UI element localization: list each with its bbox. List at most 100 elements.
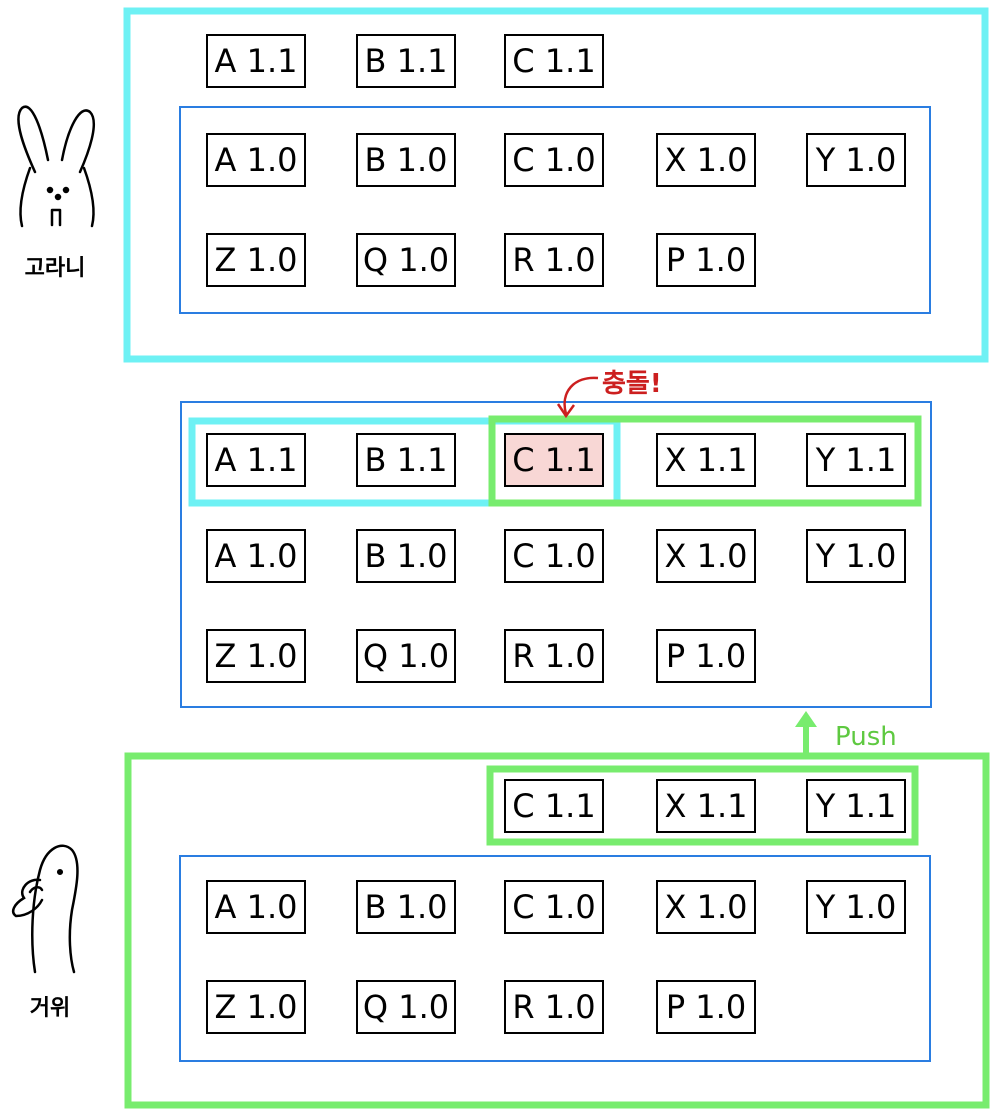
conflict-note: 충돌!	[602, 369, 662, 399]
package-box: B 1.1	[356, 433, 456, 487]
package-box: R 1.0	[504, 233, 604, 287]
package-box: P 1.0	[656, 980, 756, 1034]
package-box: Y 1.0	[806, 133, 906, 187]
bottom-person-label: 거위	[30, 996, 70, 1021]
package-box-border	[806, 433, 906, 487]
package-label: Z 1.0	[215, 637, 298, 675]
package-label: X 1.1	[665, 441, 748, 479]
package-box-border	[206, 980, 306, 1034]
top-section: A 1.1 B 1.1 C 1.1 A 1.0 B 1.0 C 1.0 X 1.0 Y 1.…	[17, 7, 989, 363]
package-label: C 1.1	[512, 441, 595, 479]
package-label: P 1.0	[666, 637, 746, 675]
package-box-border	[504, 34, 604, 88]
top-person-label: 고라니	[25, 256, 86, 281]
package-label: B 1.0	[364, 888, 447, 926]
package-box: X 1.0	[656, 529, 756, 583]
package-box: B 1.1	[356, 34, 456, 88]
package-box-border	[504, 433, 604, 487]
package-label: B 1.0	[364, 537, 447, 575]
package-box-border	[656, 133, 756, 187]
package-box-border	[656, 629, 756, 683]
package-label: Y 1.0	[815, 537, 897, 575]
package-label: C 1.0	[512, 537, 595, 575]
package-box: Y 1.1	[806, 779, 906, 833]
package-box: Y 1.0	[806, 880, 906, 934]
package-box: B 1.0	[356, 880, 456, 934]
package-box-border	[356, 629, 456, 683]
package-box-border	[206, 233, 306, 287]
package-box: C 1.0	[504, 133, 604, 187]
package-box: C 1.1	[504, 779, 604, 833]
package-label: X 1.0	[665, 537, 748, 575]
package-box: Q 1.0	[356, 233, 456, 287]
package-box: Q 1.0	[356, 629, 456, 683]
package-label: A 1.0	[215, 537, 298, 575]
package-box: A 1.1	[206, 34, 306, 88]
package-label: Y 1.0	[815, 888, 897, 926]
package-label: B 1.0	[364, 141, 447, 179]
package-box-border	[356, 880, 456, 934]
package-box: Y 1.1	[806, 433, 906, 487]
package-box-border	[206, 133, 306, 187]
package-label: A 1.0	[215, 888, 298, 926]
package-box: C 1.1	[504, 34, 604, 88]
package-label: C 1.0	[512, 141, 595, 179]
package-label: P 1.0	[666, 241, 746, 279]
package-label: Z 1.0	[215, 988, 298, 1026]
package-box-border	[504, 629, 604, 683]
package-box: R 1.0	[504, 980, 604, 1034]
package-box-border	[656, 233, 756, 287]
top-new-packages: A 1.1 B 1.1 C 1.1	[206, 34, 604, 88]
push-arrow-head	[795, 711, 817, 727]
package-box-border	[504, 233, 604, 287]
package-box: X 1.0	[656, 133, 756, 187]
bottom-new-highlight	[486, 765, 919, 846]
package-label: C 1.1	[512, 42, 595, 80]
package-box: A 1.0	[206, 133, 306, 187]
package-label: R 1.0	[512, 637, 595, 675]
package-box-border	[806, 529, 906, 583]
package-box-border	[356, 233, 456, 287]
package-box-border	[806, 779, 906, 833]
package-box: R 1.0	[504, 629, 604, 683]
bottom-repo-packages: A 1.0 B 1.0 C 1.0 X 1.0 Y 1.0 Z 1.0 Q 1.0 R 1.0…	[206, 880, 906, 1034]
package-box-border	[656, 433, 756, 487]
bottom-workspace-frame	[124, 752, 990, 1109]
package-label: X 1.0	[665, 888, 748, 926]
rabbit-icon	[17, 105, 95, 228]
package-box-border	[356, 34, 456, 88]
package-box-border	[504, 779, 604, 833]
bottom-repo-frame	[179, 855, 931, 1062]
package-label: Y 1.0	[815, 141, 897, 179]
package-box: X 1.1	[656, 433, 756, 487]
package-box: Z 1.0	[206, 980, 306, 1034]
package-label: C 1.1	[512, 787, 595, 825]
package-box-border	[806, 880, 906, 934]
conflict-arrow-head	[556, 403, 576, 419]
middle-repo-frame	[180, 401, 932, 708]
package-label: C 1.0	[512, 888, 595, 926]
package-box: Q 1.0	[356, 980, 456, 1034]
package-box-border	[356, 529, 456, 583]
top-repo-frame	[179, 106, 931, 314]
package-box-border	[356, 980, 456, 1034]
goose-icon	[12, 844, 79, 974]
package-box-border	[504, 880, 604, 934]
package-box-border	[356, 433, 456, 487]
package-box-border	[206, 34, 306, 88]
package-box: X 1.0	[656, 880, 756, 934]
package-box-border	[656, 529, 756, 583]
package-box: A 1.1	[206, 433, 306, 487]
package-box: A 1.0	[206, 529, 306, 583]
cyan-changes-highlight	[188, 417, 621, 507]
package-box-border	[656, 980, 756, 1034]
package-box: P 1.0	[656, 233, 756, 287]
package-label: A 1.1	[215, 42, 298, 80]
package-box-border	[806, 133, 906, 187]
green-changes-highlight	[488, 415, 922, 507]
package-label: A 1.1	[215, 441, 298, 479]
package-box-border	[504, 980, 604, 1034]
package-label: Q 1.0	[363, 241, 449, 279]
